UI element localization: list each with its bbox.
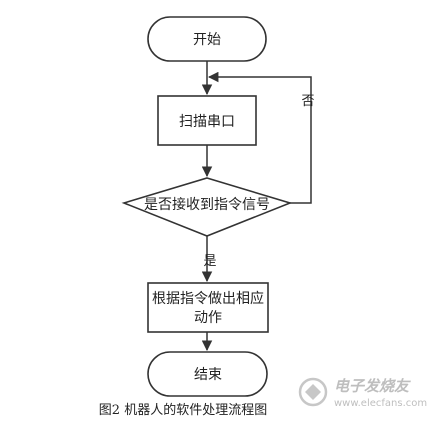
decision-node: 是否接收到指令信号	[121, 177, 293, 237]
figure-caption: 图2 机器人的软件处理流程图	[99, 402, 267, 418]
end-node-shape	[147, 351, 268, 397]
start-node: 开始	[147, 16, 267, 62]
action-node: 根据指令做出相应 动作	[147, 282, 269, 333]
watermark: 电子发烧友 www.elecfans.com	[298, 377, 427, 409]
end-node: 结束	[147, 351, 268, 397]
watermark-brand: 电子发烧友	[334, 377, 411, 395]
yes-label: 是	[203, 254, 216, 269]
watermark-url: www.elecfans.com	[334, 398, 427, 409]
start-node-label: 开始	[193, 32, 221, 48]
watermark-logo-icon	[298, 377, 328, 407]
action-node-label-line1: 根据指令做出相应	[152, 290, 264, 307]
scan-node-shape	[157, 95, 257, 146]
no-label: 否	[301, 94, 314, 109]
scan-node-label: 扫描串口	[179, 114, 235, 130]
action-node-shape	[147, 282, 269, 333]
action-node-label-line2: 动作	[194, 310, 222, 326]
edge-no-loop	[207, 71, 312, 204]
scan-node: 扫描串口	[157, 95, 257, 146]
decision-node-label: 是否接收到指令信号	[144, 196, 270, 213]
end-node-label: 结束	[194, 367, 222, 383]
